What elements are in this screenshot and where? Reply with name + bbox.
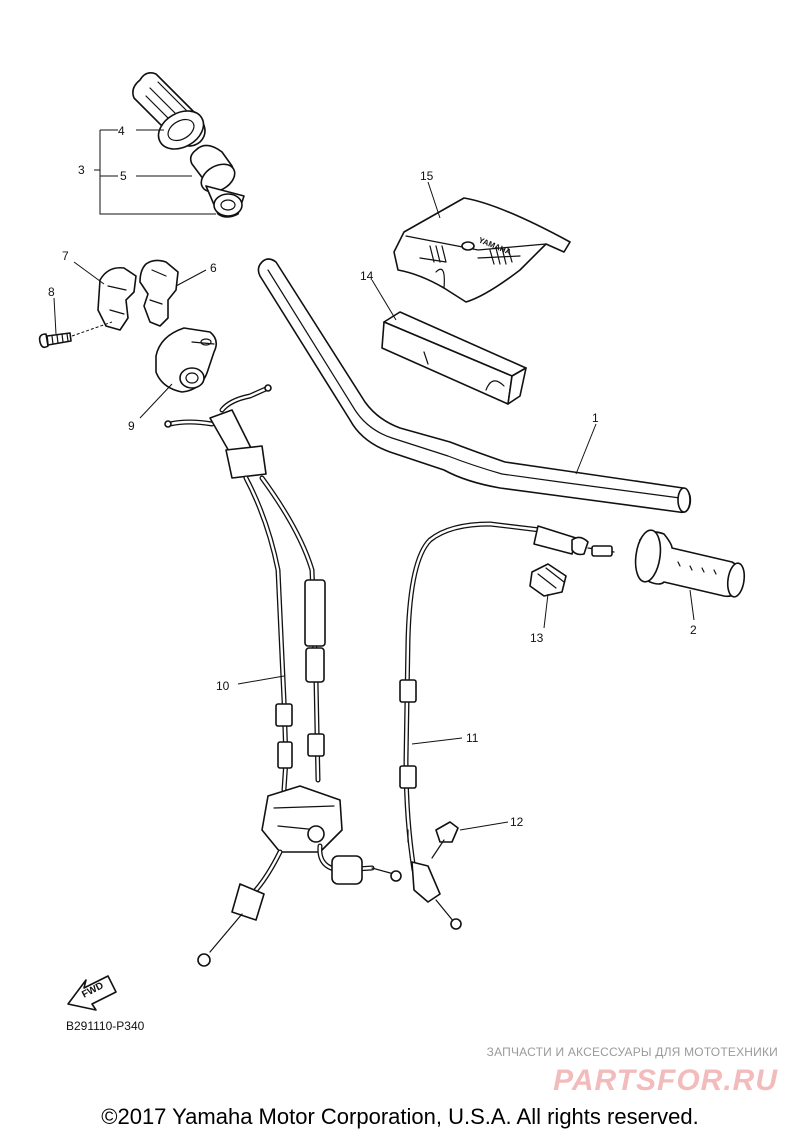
- callout-1: 1: [592, 411, 599, 425]
- callout-8: 8: [48, 285, 55, 299]
- screw[interactable]: [38, 321, 113, 349]
- forward-direction-arrow: FWD: [67, 975, 117, 1011]
- callout-3: 3: [78, 163, 85, 177]
- cable-adjuster[interactable]: [529, 563, 567, 597]
- throttle-cables[interactable]: [164, 384, 402, 967]
- leader-lines: [53, 129, 695, 831]
- throttle-housing-lower[interactable]: [97, 266, 137, 331]
- pad-cover[interactable]: YAMAHA: [393, 197, 571, 303]
- callout-5: 5: [120, 169, 127, 183]
- callout-11: 11: [466, 731, 479, 745]
- throttle-guide[interactable]: [189, 144, 245, 218]
- callout-12: 12: [510, 815, 524, 829]
- watermark-brand: PARTSFOR.RU: [553, 1064, 778, 1097]
- handlebar-pad[interactable]: [381, 311, 527, 405]
- callout-6: 6: [210, 261, 217, 275]
- callout-2: 2: [690, 623, 697, 637]
- callout-4: 4: [118, 124, 125, 138]
- clutch-cable[interactable]: [399, 521, 615, 930]
- diagram-code: B291110-P340: [66, 1019, 145, 1033]
- cable-cover[interactable]: [155, 327, 218, 393]
- callout-9: 9: [128, 419, 135, 433]
- grip-left[interactable]: [132, 72, 210, 157]
- callout-labels: 1 2 3 4 5 6 7 8 9 10 11 12 13 14 15: [48, 124, 697, 829]
- watermark: ЗАПЧАСТИ И АКСЕССУАРЫ ДЛЯ МОТОТЕХНИКИ PA…: [487, 1045, 778, 1097]
- handlebar[interactable]: [257, 258, 692, 514]
- throttle-housing-upper[interactable]: [139, 259, 179, 327]
- grip-right[interactable]: [632, 529, 746, 598]
- callout-10: 10: [216, 679, 230, 693]
- callout-13: 13: [530, 631, 544, 645]
- callout-15: 15: [420, 169, 434, 183]
- callout-14: 14: [360, 269, 374, 283]
- adjuster-nut[interactable]: [431, 821, 459, 859]
- watermark-tagline: ЗАПЧАСТИ И АКСЕССУАРЫ ДЛЯ МОТОТЕХНИКИ: [487, 1045, 778, 1059]
- callout-7: 7: [62, 249, 69, 263]
- copyright-notice: ©2017 Yamaha Motor Corporation, U.S.A. A…: [101, 1104, 698, 1129]
